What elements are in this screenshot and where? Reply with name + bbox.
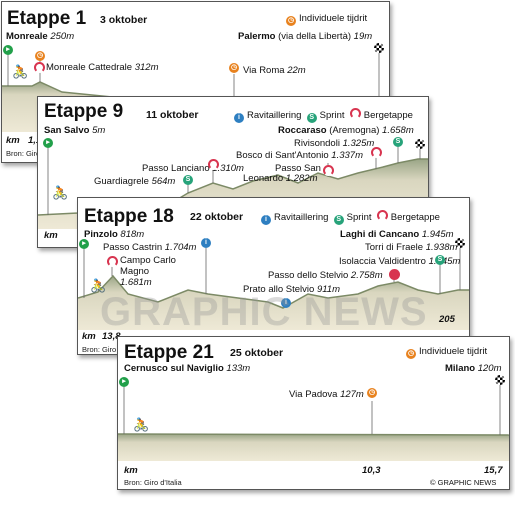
- stage-18-km-start: 13,8: [102, 331, 121, 342]
- start-flag-icon: ▸: [119, 377, 129, 387]
- finish-flag-icon: [374, 43, 384, 53]
- feed-zone-icon: i: [261, 215, 271, 225]
- stage-18-source: Bron: Giro: [82, 345, 117, 354]
- stage-9-start: San Salvo 5m: [44, 125, 106, 136]
- feed-zone-icon: i: [234, 113, 244, 123]
- stage-9-point-bosco: Bosco di Sant'Antonio 1.337m: [236, 150, 363, 161]
- finish-flag-icon: [495, 375, 505, 385]
- stage-9-date: 11 oktober: [146, 109, 199, 121]
- stage-1-finish: Palermo (via della Libertà) 19m: [238, 31, 373, 42]
- stopwatch-icon: ◷: [229, 63, 239, 73]
- stage-1-legend-tt: ◷Individuele tijdrit: [286, 13, 368, 26]
- sprint-icon: S: [333, 215, 344, 225]
- start-flag-icon: ▸: [79, 239, 89, 249]
- stage-18-km-label: km: [82, 331, 96, 342]
- start-flag-icon: ▸: [3, 45, 13, 55]
- sprint-icon: S: [393, 137, 403, 147]
- stage-18-km-end: 205: [439, 314, 455, 325]
- stage-21-km-mid: 10,3: [362, 465, 381, 476]
- stage-18-point-campo: Campo Carlo Magno 1.681m: [120, 255, 176, 288]
- climb-icon: [371, 147, 382, 158]
- stage-9-point-lanciano: Passo Lanciano 1.310m: [142, 163, 244, 174]
- stage-18-date: 22 oktober: [190, 211, 244, 223]
- sprint-icon: S: [183, 175, 193, 185]
- stage-21-title: Etappe 21: [124, 342, 214, 363]
- stage-1-km-label: km: [6, 135, 20, 146]
- copyright: © GRAPHIC NEWS: [430, 478, 497, 487]
- feed-zone-icon: i: [201, 238, 211, 248]
- stage-21-start: Cernusco sul Naviglio 133m: [124, 363, 251, 374]
- cyclist-icon: 🚴: [12, 64, 29, 79]
- stage-21-point-padova: Via Padova 127m: [289, 389, 364, 400]
- stage-1-title: Etappe 1: [7, 8, 87, 29]
- stage-18-point-prato: Prato allo Stelvio 911m: [243, 284, 340, 295]
- start-flag-icon: ▸: [43, 138, 53, 148]
- stage-9-km-label: km: [44, 230, 58, 241]
- stage-21-card: Etappe 21 25 oktober ◷Individuele tijdri…: [117, 336, 510, 490]
- sprint-icon: S: [306, 113, 317, 123]
- stage-9-point-guardiagrele: Guardiagrele 564m: [94, 176, 176, 187]
- stage-21-legend-tt: ◷Individuele tijdrit: [406, 346, 488, 359]
- stage-9-finish: Roccaraso (Aremogna) 1.658m: [278, 125, 414, 136]
- cyclist-icon: 🚴: [52, 185, 69, 200]
- stage-9-title: Etappe 9: [44, 101, 124, 122]
- stopwatch-icon: ◷: [35, 51, 45, 61]
- climb-icon: [208, 159, 219, 170]
- stage-21-source: Bron: Giro d'Italia: [124, 478, 182, 487]
- stage-18-profile: [78, 242, 469, 330]
- climb-icon: [323, 165, 334, 176]
- stage-21-km-label: km: [124, 465, 138, 476]
- climb-icon: [34, 62, 45, 73]
- stage-18-start: Pinzolo 818m: [84, 229, 145, 240]
- stage-9-point-passo-san: Passo San: [275, 163, 321, 174]
- stage-1-date: 3 oktober: [100, 14, 148, 26]
- cyclist-icon: 🚴: [133, 417, 150, 432]
- stage-1-point-2: Via Roma 22m: [243, 65, 306, 76]
- sprint-icon: S: [435, 255, 445, 265]
- stopwatch-icon: ◷: [367, 388, 377, 398]
- stopwatch-icon: ◷: [406, 349, 416, 359]
- climb-icon: [107, 256, 118, 267]
- stage-1-source: Bron: Giro: [6, 149, 41, 158]
- stage-21-finish: Milano 120m: [445, 363, 502, 374]
- stage-21-profile: [118, 381, 509, 461]
- stopwatch-icon: ◷: [286, 16, 296, 26]
- stage-9-point-rivisondoli: Rivisondoli 1.325m: [294, 138, 375, 149]
- feed-zone-icon: i: [281, 298, 291, 308]
- stage-21-km-end: 15,7: [484, 465, 503, 476]
- stage-18-point-fraele: Torri di Fraele 1.938m: [365, 242, 458, 253]
- stage-18-finish: Laghi di Cancano 1.945m: [340, 229, 454, 240]
- climb-icon: [376, 210, 388, 221]
- finish-flag-icon: [415, 139, 425, 149]
- stage-1-start: Monreale 250m: [6, 31, 75, 42]
- climb-icon: [349, 108, 361, 119]
- watermark: GRAPHIC NEWS: [100, 290, 428, 334]
- stage-21-date: 25 oktober: [230, 347, 284, 359]
- stage-18-point-castrin: Passo Castrin 1.704m: [103, 242, 197, 253]
- stage-1-point-1: Monreale Cattedrale 312m: [46, 62, 159, 73]
- finish-flag-icon: [455, 238, 465, 248]
- stage-18-title: Etappe 18: [84, 206, 174, 227]
- climb-icon: [389, 269, 400, 280]
- stage-18-point-stelvio: Passo dello Stelvio 2.758m: [268, 270, 383, 281]
- stage-1-km-start: 1,1: [28, 135, 42, 146]
- stage-9-point-leonardo: Leonardo 1.282m: [243, 173, 318, 184]
- cyclist-icon: 🚴: [90, 278, 107, 293]
